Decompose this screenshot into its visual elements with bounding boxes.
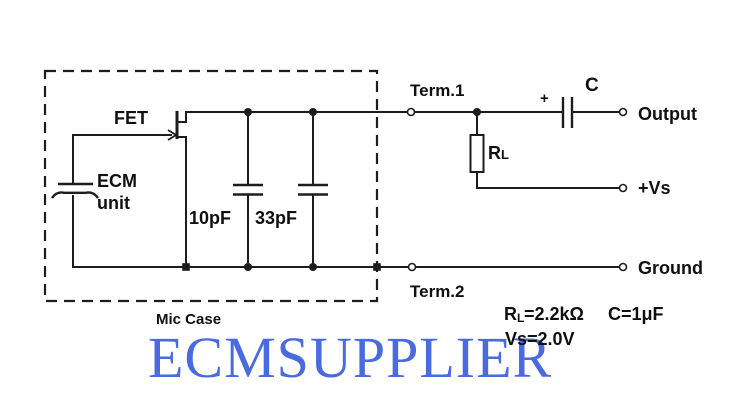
polarity-plus-label: + (540, 90, 549, 107)
ground-terminal-circle (618, 262, 628, 272)
junction-dot (309, 108, 317, 116)
fet-source-wire (176, 136, 187, 268)
cap1-value-label: 10pF (189, 208, 231, 228)
vs-label: +Vs (638, 178, 671, 198)
fet-drain-wire (176, 111, 187, 123)
junction-square (182, 263, 190, 271)
mic-case-label: Mic Case (156, 311, 221, 328)
junction-dot (309, 263, 317, 271)
mic-case-boundary (43, 69, 379, 303)
junction-dot (473, 108, 481, 116)
term2-label: Term.2 (410, 282, 465, 301)
load-resistor-label: R (488, 143, 501, 163)
load-resistor-label-sub: L (501, 147, 509, 162)
coupling-cap-label: C (585, 75, 599, 96)
note-rl-sub: L (517, 311, 524, 325)
output-terminal-circle (618, 107, 628, 117)
cap2-value-label: 33pF (255, 208, 297, 228)
note-rl-value: =2.2kΩ (524, 304, 584, 324)
load-resistor-body (469, 134, 485, 173)
junction-square (373, 263, 381, 271)
output-label: Output (638, 104, 697, 124)
term2-terminal-circle (407, 262, 417, 272)
term1-label: Term.1 (410, 81, 465, 100)
ecm-label-line1: ECM (97, 171, 137, 191)
note-rl-main: R (504, 304, 517, 324)
junction-dot (244, 263, 252, 271)
ground-label: Ground (638, 258, 703, 278)
junction-dot (244, 108, 252, 116)
rl-to-vs-wire (476, 171, 622, 189)
note-vs-value: Vs=2.0V (505, 329, 575, 349)
ecm-capsule-bottom-plate (51, 191, 99, 199)
fet-label: FET (114, 108, 148, 128)
vs-terminal-circle (618, 183, 628, 193)
ecm-label-line2: unit (97, 193, 130, 213)
note-c-value: C=1μF (608, 304, 664, 324)
watermark-text: ECMSUPPLIER (148, 325, 552, 390)
term1-terminal-circle (406, 107, 416, 117)
